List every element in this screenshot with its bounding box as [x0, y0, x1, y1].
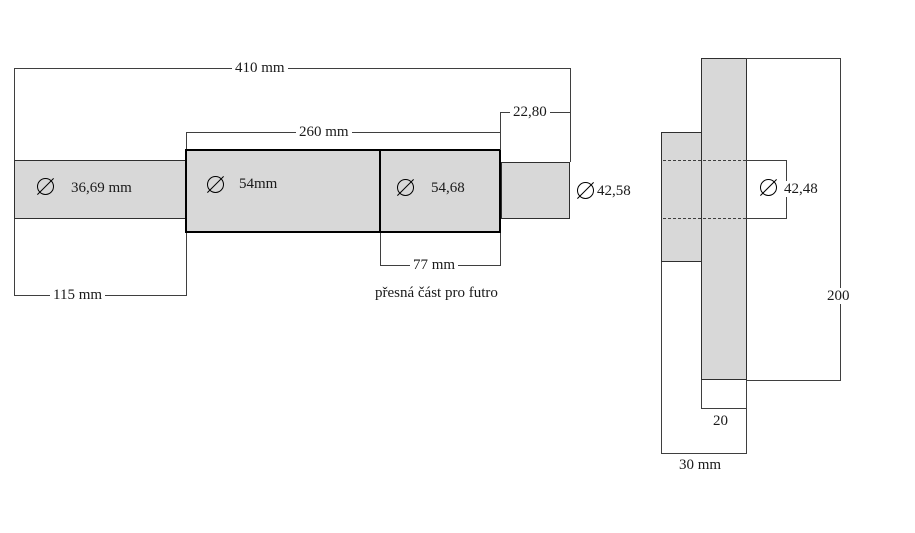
diameter-icon	[577, 182, 594, 199]
dia-label-mid: 54mm	[239, 176, 278, 192]
flange-hub	[661, 132, 702, 262]
dim-77-ext-left	[380, 233, 381, 265]
dia-label-left: 36,69 mm	[71, 180, 132, 196]
dim-30-ext-right	[746, 408, 747, 453]
shaft-middle-divider-line	[379, 149, 381, 233]
dia-label-right: 42,58	[597, 183, 631, 199]
dim-label-410: 410 mm	[232, 60, 288, 76]
dim-200-ext-bottom	[746, 380, 841, 381]
diameter-icon	[397, 179, 414, 196]
dim-20-ext-right	[746, 380, 747, 408]
dim-200-ext-top	[746, 58, 841, 59]
dim-label-2280: 22,80	[510, 104, 550, 120]
shaft-middle-segment	[185, 149, 501, 233]
dim-410-ext-right	[570, 68, 571, 162]
flange-disc	[701, 58, 747, 380]
dia-label-bore: 42,48	[781, 181, 821, 197]
dim-label-260: 260 mm	[296, 124, 352, 140]
dim-260-ext-right	[500, 112, 501, 150]
dim-30-ext-left	[661, 262, 662, 453]
dim-bore-ext-bottom	[746, 218, 787, 219]
dim-260-ext-left	[186, 132, 187, 149]
dim-bore-ext-top	[746, 160, 787, 161]
dim-label-200: 200	[824, 288, 853, 304]
diameter-icon	[207, 176, 224, 193]
dia-label-mid-right: 54,68	[431, 180, 465, 196]
diameter-icon	[760, 179, 777, 196]
bore-hidden-line-top	[663, 160, 746, 161]
dim-label-30: 30 mm	[679, 457, 722, 473]
dim-77-ext-right	[500, 233, 501, 265]
shaft-right-segment	[501, 162, 570, 219]
note-futro: přesná část pro futro	[375, 285, 498, 301]
dim-410-ext-left	[14, 68, 15, 160]
dim-115-ext-left	[14, 219, 15, 295]
dim-label-77: 77 mm	[410, 257, 459, 273]
dim-label-20: 20	[713, 413, 728, 429]
diameter-icon	[37, 178, 54, 195]
dim-410-line	[14, 68, 571, 69]
bore-hidden-line-bottom	[663, 218, 746, 219]
dim-30-line	[661, 453, 747, 454]
dim-115-ext-right	[186, 233, 187, 295]
dim-20-ext-left	[701, 380, 702, 408]
dim-200-line	[840, 58, 841, 380]
dim-20-line	[701, 408, 747, 409]
dim-label-115: 115 mm	[50, 287, 106, 303]
